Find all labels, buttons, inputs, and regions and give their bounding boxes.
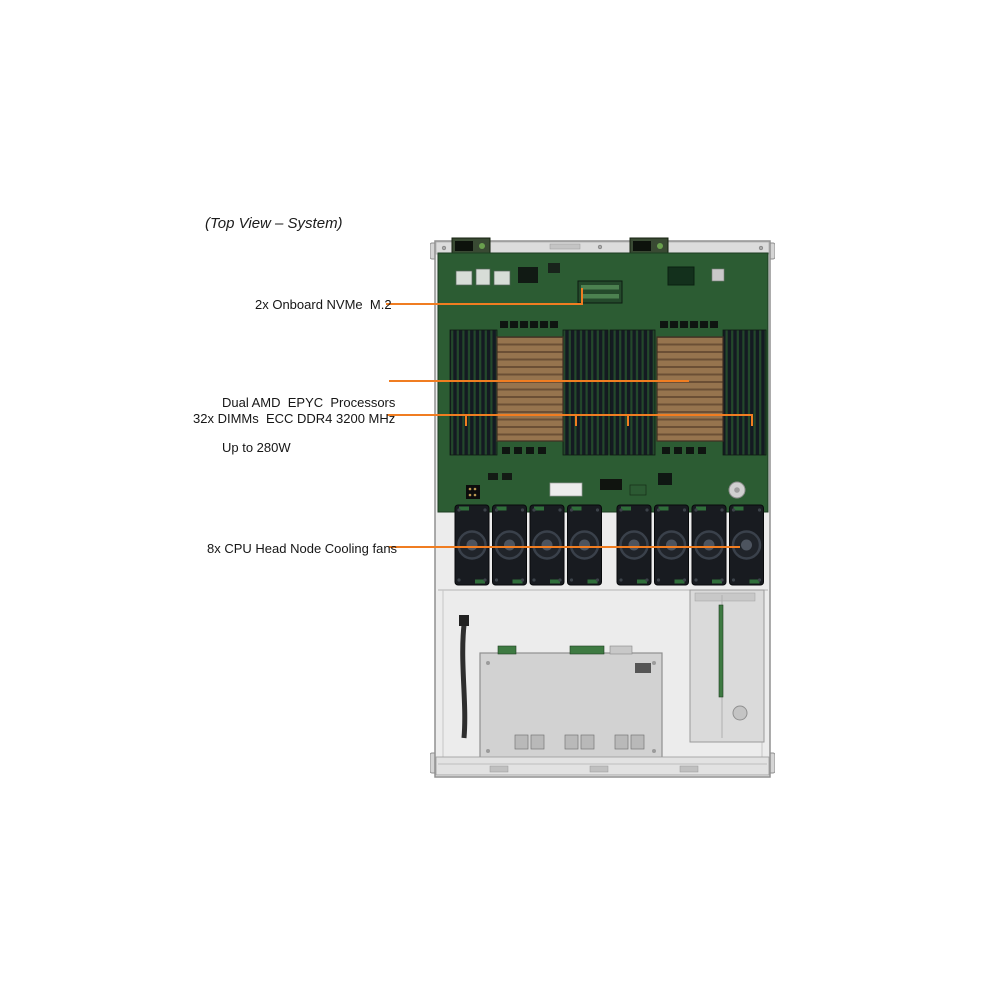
rear-io-block-right (629, 237, 669, 255)
nvme-callout-line (386, 303, 583, 305)
server-top-view-illustration (430, 237, 775, 778)
dimm-callout-tick-1 (465, 414, 467, 426)
vrm-components (500, 321, 718, 454)
power-cable (460, 624, 468, 739)
fan-7 (690, 503, 728, 587)
cable-connector (459, 615, 469, 626)
fan-8 (728, 503, 765, 587)
fan-5 (615, 503, 653, 587)
bottom-rail (435, 756, 770, 776)
cpu-callout-label-line1: Dual AMD EPYC Processors (222, 395, 396, 410)
fans-callout-line (389, 546, 740, 548)
dimm-callout-tick-2 (575, 414, 577, 426)
cmos-battery (728, 481, 746, 499)
dimm-bank-1 (449, 329, 498, 456)
m2-slot-area (577, 280, 623, 304)
fan-6 (653, 503, 690, 587)
nvme-callout-label: 2x Onboard NVMe M.2 (255, 297, 392, 312)
fans-callout-label: 8x CPU Head Node Cooling fans (207, 541, 398, 556)
board-label-sticker (549, 482, 583, 497)
dimm-callout-tick-4 (751, 414, 753, 426)
nvme-callout-line-vertical (581, 288, 583, 305)
rear-io-block-left (451, 237, 491, 255)
diagram-title: (Top View – System) (205, 215, 343, 232)
module-ports (514, 734, 645, 750)
cpu-callout-line (389, 380, 689, 382)
fan-2 (491, 503, 528, 587)
lower-board-components (466, 473, 672, 499)
cpu-heatsink-left (496, 336, 564, 442)
riser-bracket (689, 589, 765, 743)
cpu-callout-label: Dual AMD EPYC Processors Up to 280W (222, 365, 395, 485)
power-distribution-module (479, 645, 663, 762)
fan-3 (528, 503, 566, 587)
cpu-callout-label-line2: Up to 280W (222, 440, 291, 455)
dimm-callout-line (387, 414, 753, 416)
dimm-bank-4 (722, 329, 767, 456)
fan-1 (453, 503, 491, 587)
cpu-heatsink-right (656, 336, 724, 442)
dimm-bank-2 (562, 329, 609, 456)
fan-4 (566, 503, 603, 587)
dimm-callout-tick-3 (627, 414, 629, 426)
dimm-bank-3 (609, 329, 656, 456)
dimm-callout-label: 32x DIMMs ECC DDR4 3200 MHz (193, 411, 396, 426)
